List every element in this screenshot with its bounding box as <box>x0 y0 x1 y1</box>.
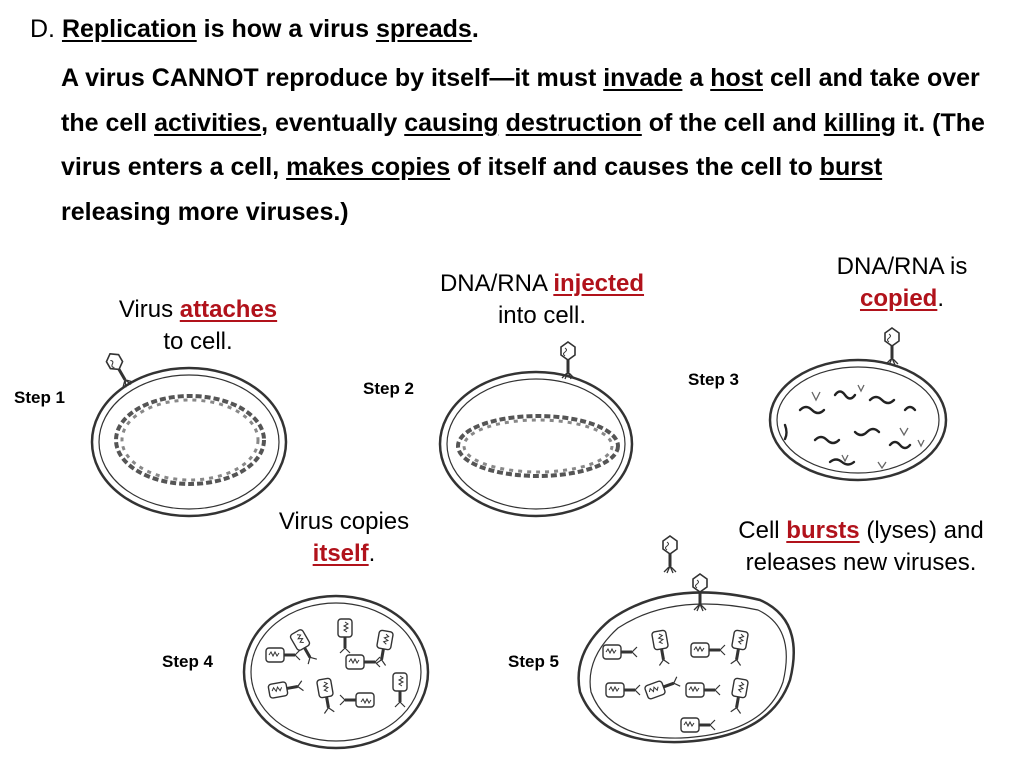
step1-keyword: attaches <box>179 296 278 323</box>
keyword-destruction: destruction <box>505 108 642 137</box>
keyword-burst: burst <box>819 153 883 181</box>
step1-caption: Virus attaches to cell. <box>118 296 278 355</box>
step5-cell <box>577 534 795 744</box>
step2-keyword: injected <box>553 270 645 297</box>
text-run: it. (The virus enters a cell, <box>61 108 985 182</box>
step2-label: Step 2 <box>363 379 415 398</box>
text-run: of the cell and <box>641 108 824 137</box>
text-run: releasing more viruses.) <box>61 197 349 226</box>
heading-middle: is how a virus <box>196 15 376 43</box>
keyword-activities: activities <box>154 108 262 137</box>
step1-cell <box>90 348 288 518</box>
step3-caption: DNA/RNA is copied. <box>836 253 968 312</box>
text-run: A virus CANNOT reproduce by itself—it mu… <box>61 64 604 92</box>
keyword-invade: invade <box>603 64 683 92</box>
text-run: , eventually <box>261 108 405 137</box>
heading-term-replication: Replication <box>61 15 197 43</box>
step4-keyword: itself <box>312 540 369 567</box>
step3-keyword: copied <box>859 285 938 312</box>
step5-label: Step 5 <box>508 652 560 671</box>
step5-keyword: bursts <box>786 517 860 544</box>
text-run: of itself and causes the cell to <box>450 153 820 181</box>
text-run: cell and take over the cell <box>61 64 980 137</box>
description-paragraph: A virus CANNOT reproduce by itself—it mu… <box>61 56 991 234</box>
keyword-makes-copies: makes copies <box>286 153 451 181</box>
step4-cell <box>242 594 430 750</box>
keyword-killing: killing <box>823 108 897 137</box>
step5-caption: Cell bursts (lyses) and releases new vir… <box>738 517 984 576</box>
step2-cell <box>438 340 634 518</box>
heading-term-spreads: spreads <box>375 15 472 43</box>
step4-caption: Virus copies itself. <box>278 508 410 567</box>
text-run: a <box>682 64 711 92</box>
step4-label: Step 4 <box>162 652 214 671</box>
keyword-host: host <box>710 64 763 92</box>
step2-caption: DNA/RNA injected into cell. <box>439 270 645 329</box>
heading-prefix: D. <box>30 15 62 43</box>
step3-cell <box>768 326 948 482</box>
step1-label: Step 1 <box>14 388 66 407</box>
keyword-causing: causing <box>404 108 499 137</box>
heading: D. Replication is how a virus spreads. <box>30 14 479 44</box>
heading-end: . <box>471 15 479 43</box>
step3-label: Step 3 <box>688 370 740 389</box>
